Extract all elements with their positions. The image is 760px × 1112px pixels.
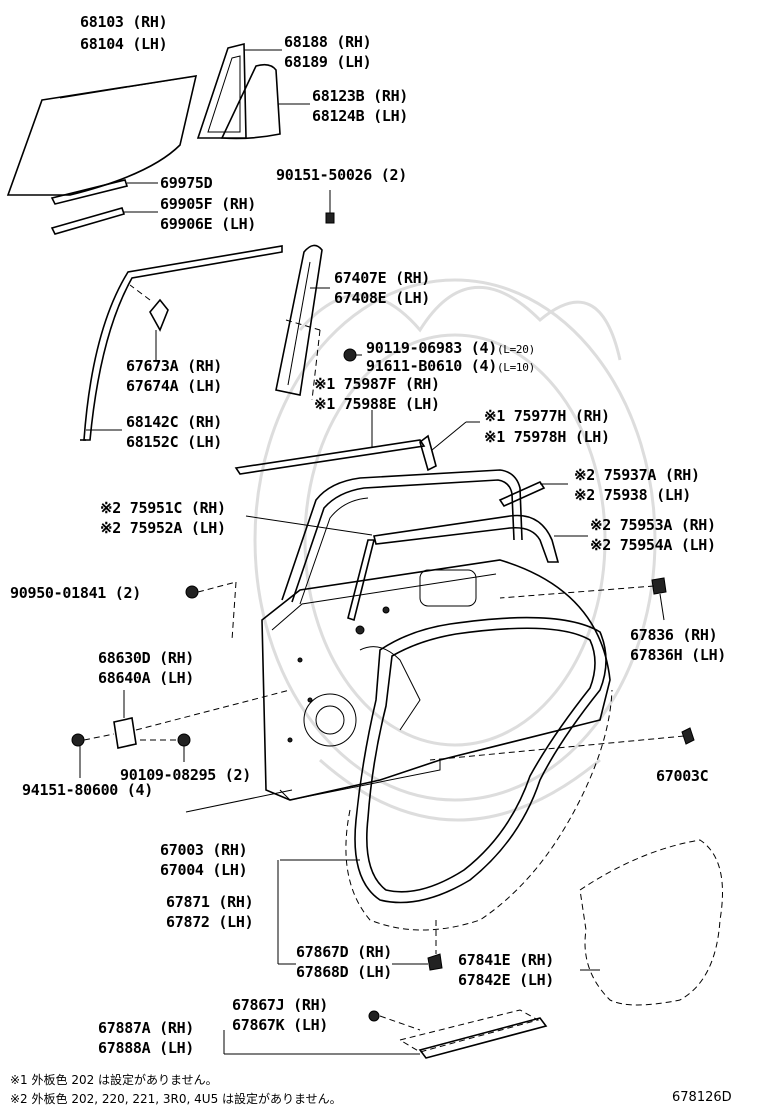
label-75954a: ※2 75954A (LH) xyxy=(590,536,716,554)
dashed-opening-outline xyxy=(345,689,613,931)
label-75987f: ※1 75987F (RH) xyxy=(314,375,440,393)
bolt-94151 xyxy=(71,733,115,778)
label-69975d: 69975D xyxy=(160,174,213,192)
scuff-plate-67887a xyxy=(223,1009,548,1059)
label-67867j: 67867J (RH) xyxy=(232,996,329,1014)
label-90119-part: 90119-06983 (4) xyxy=(366,339,497,357)
label-68124b: 68124B (LH) xyxy=(312,107,409,125)
clip-67836 xyxy=(499,577,667,621)
label-75938: ※2 75938 (LH) xyxy=(574,486,692,504)
label-75951c: ※2 75951C (RH) xyxy=(100,499,226,517)
grommet-90950 xyxy=(185,581,237,641)
door-glass-68103 xyxy=(6,75,198,196)
label-75988e: ※1 75988E (LH) xyxy=(314,395,440,413)
label-67836: 67836 (RH) xyxy=(630,626,718,644)
diagram-code: 678126D xyxy=(672,1090,732,1105)
hinge-68630d xyxy=(113,689,291,749)
label-67867k: 67867K (LH) xyxy=(232,1016,329,1034)
quarter-frame-68188 xyxy=(196,42,282,139)
weatherstrip-69975d xyxy=(50,179,158,205)
label-91611-part: 91611-B0610 (4) xyxy=(366,357,497,375)
label-67836h: 67836H (LH) xyxy=(630,646,727,664)
door-panel-67003 xyxy=(185,559,611,813)
label-68188: 68188 (RH) xyxy=(284,33,372,51)
label-67407e: 67407E (RH) xyxy=(334,269,431,287)
label-67841e: 67841E (RH) xyxy=(458,951,555,969)
run-channel-68142c xyxy=(80,245,283,441)
label-67674a: 67674A (LH) xyxy=(126,377,223,395)
clip-67003c xyxy=(429,727,695,761)
screw-90119 xyxy=(343,348,362,362)
footnote-2: ※2 外板色 202, 220, 221, 3R0, 4U5 は設定がありません… xyxy=(10,1092,342,1106)
label-68640a: 68640A (LH) xyxy=(98,669,195,687)
label-90119-length: (L=20) xyxy=(496,343,535,356)
label-68630d: 68630D (RH) xyxy=(98,649,195,667)
label-67888a: 67888A (LH) xyxy=(98,1039,195,1057)
label-75977h: ※1 75977H (RH) xyxy=(484,407,610,425)
label-67842e: 67842E (LH) xyxy=(458,971,555,989)
label-68152c: 68152C (LH) xyxy=(126,433,223,451)
label-68104: 68104 (LH) xyxy=(80,35,168,53)
label-67003: 67003 (RH) xyxy=(160,841,248,859)
label-67673a: 67673A (RH) xyxy=(126,357,223,375)
garnish-75977h xyxy=(419,421,480,472)
door-sash xyxy=(281,469,523,605)
clip-67867d xyxy=(392,920,443,971)
quarter-glass-68123b xyxy=(220,63,310,140)
label-67867d: 67867D (RH) xyxy=(296,943,393,961)
label-90151: 90151-50026 (2) xyxy=(276,166,407,184)
label-75978h: ※1 75978H (LH) xyxy=(484,428,610,446)
clip-67867j xyxy=(368,1010,421,1031)
belt-molding-75951c xyxy=(245,515,376,622)
label-94151: 94151-80600 (4) xyxy=(22,781,153,799)
weatherstrip-69905f xyxy=(50,207,158,235)
garnish-75937a xyxy=(498,480,568,508)
label-90950: 90950-01841 (2) xyxy=(10,584,141,602)
service-hole-cover-67841e xyxy=(579,839,723,1006)
bracket-67673a xyxy=(129,284,169,360)
watermark-logo xyxy=(253,278,657,822)
label-90109: 90109-08295 (2) xyxy=(120,766,251,784)
label-75952a: ※2 75952A (LH) xyxy=(100,519,226,537)
label-67887a: 67887A (RH) xyxy=(98,1019,195,1037)
label-68103: 68103 (RH) xyxy=(80,13,168,31)
label-75937a: ※2 75937A (RH) xyxy=(574,466,700,484)
label-67868d: 67868D (LH) xyxy=(296,963,393,981)
molding-75987f xyxy=(234,410,426,475)
label-68189: 68189 (LH) xyxy=(284,53,372,71)
molding-75953a xyxy=(373,514,588,563)
label-68142c: 68142C (RH) xyxy=(126,413,223,431)
bolt-90109 xyxy=(140,733,191,762)
label-67408e: 67408E (LH) xyxy=(334,289,431,307)
label-68123b: 68123B (RH) xyxy=(312,87,409,105)
label-90119: 90119-06983 (4)(L=20) xyxy=(366,338,535,360)
label-69906e: 69906E (LH) xyxy=(160,215,257,233)
label-67872: 67872 (LH) xyxy=(166,913,254,931)
label-67004: 67004 (LH) xyxy=(160,861,248,879)
footnote-1: ※1 外板色 202 は設定がありません。 xyxy=(10,1073,218,1087)
label-75953a: ※2 75953A (RH) xyxy=(590,516,716,534)
label-91611-length: (L=10) xyxy=(496,361,535,374)
label-67003c: 67003C xyxy=(656,767,709,785)
label-69905f: 69905F (RH) xyxy=(160,195,257,213)
rear-run-channel-67407e xyxy=(275,244,330,401)
bolt-90151 xyxy=(325,190,335,224)
label-67871: 67871 (RH) xyxy=(166,893,254,911)
label-91611: 91611-B0610 (4)(L=10) xyxy=(366,356,535,378)
